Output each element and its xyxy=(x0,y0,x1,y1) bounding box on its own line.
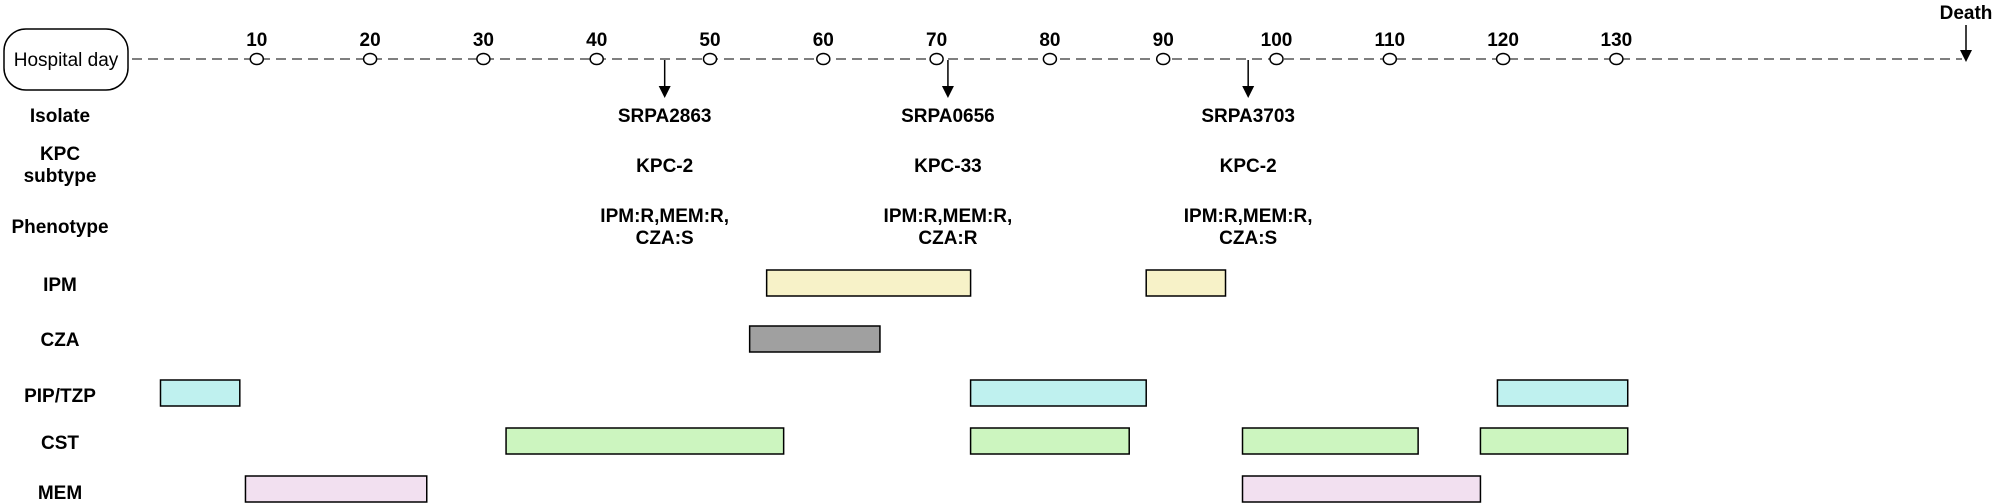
phenotype-line2: CZA:R xyxy=(918,228,977,249)
row-label-kpc-line2: subtype xyxy=(24,166,97,187)
tick-label: 120 xyxy=(1487,30,1519,51)
tick-label: 30 xyxy=(473,30,494,51)
tick-label: 80 xyxy=(1039,30,1060,51)
therapy-bar-mem xyxy=(1241,475,1482,503)
isolate-name: SRPA3703 xyxy=(1201,106,1295,127)
tick-marker xyxy=(1609,52,1624,66)
tick-label: 50 xyxy=(699,30,720,51)
row-label-kpc-line1: KPC xyxy=(40,144,80,165)
row-label-mem: MEM xyxy=(38,483,82,504)
isolate-arrowhead xyxy=(1242,86,1255,98)
tick-label: 130 xyxy=(1601,30,1633,51)
therapy-bar-cst xyxy=(969,427,1130,455)
kpc-subtype: KPC-2 xyxy=(1220,156,1277,177)
therapy-bars xyxy=(159,269,1629,503)
phenotype-line1: IPM:R,MEM:R, xyxy=(1184,206,1313,227)
therapy-bar-cza xyxy=(748,325,881,353)
tick-marker xyxy=(1495,52,1511,66)
death-label: Death xyxy=(1940,3,1993,24)
therapy-bar-cst xyxy=(505,427,785,455)
death-arrowhead xyxy=(1960,50,1972,62)
kpc-subtype: KPC-33 xyxy=(914,156,982,177)
therapy-bar-pip-tzp xyxy=(1496,379,1629,407)
tick-marker xyxy=(362,52,378,66)
phenotype-line1: IPM:R,MEM:R, xyxy=(884,206,1013,227)
row-label-phenotype: Phenotype xyxy=(11,217,108,238)
tick-marker xyxy=(249,52,265,66)
tick-label: 100 xyxy=(1261,30,1293,51)
hospital-day-box xyxy=(3,28,129,91)
isolate-name: SRPA2863 xyxy=(618,106,712,127)
tick-marker xyxy=(476,52,491,66)
kpc-subtype: KPC-2 xyxy=(636,156,693,177)
therapy-bar-cst xyxy=(1479,427,1629,455)
row-label-cza: CZA xyxy=(40,330,79,351)
row-label-pip-tzp: PIP/TZP xyxy=(24,386,96,407)
tick-label: 110 xyxy=(1374,30,1405,51)
tick-marker xyxy=(1269,52,1284,66)
therapy-bar-ipm xyxy=(1145,269,1227,297)
tick-label: 10 xyxy=(246,30,267,51)
tick-marker xyxy=(589,52,604,66)
therapy-bar-ipm xyxy=(765,269,972,297)
row-label-isolate: Isolate xyxy=(30,106,90,127)
row-label-cst: CST xyxy=(41,433,79,454)
therapy-bar-pip-tzp xyxy=(969,379,1147,407)
isolate-name: SRPA0656 xyxy=(901,106,995,127)
isolate-arrowhead xyxy=(658,86,671,98)
tick-marker xyxy=(1042,52,1058,66)
tick-marker xyxy=(702,52,718,66)
day-ticks: 10 20 30 40 50 60 70 80 90 100 110 120 130 xyxy=(246,30,1633,66)
tick-marker xyxy=(929,52,944,66)
tick-label: 20 xyxy=(360,30,381,51)
tick-label: 90 xyxy=(1153,30,1174,51)
tick-label: 40 xyxy=(586,30,607,51)
row-label-ipm: IPM xyxy=(43,275,77,296)
phenotype-line2: CZA:S xyxy=(636,228,694,249)
isolate-columns: SRPA2863KPC-2IPM:R,MEM:R,CZA:SSRPA0656KP… xyxy=(600,60,1313,249)
phenotype-line2: CZA:S xyxy=(1219,228,1277,249)
tick-marker xyxy=(816,52,831,66)
tick-marker xyxy=(1382,52,1398,66)
hospital-day-label: Hospital day xyxy=(14,50,119,71)
therapy-bar-mem xyxy=(244,475,428,503)
tick-marker xyxy=(1155,52,1171,66)
phenotype-line1: IPM:R,MEM:R, xyxy=(600,206,729,227)
tick-label: 60 xyxy=(813,30,834,51)
isolate-arrowhead xyxy=(941,86,954,98)
tick-label: 70 xyxy=(926,30,947,51)
therapy-bar-cst xyxy=(1241,427,1419,455)
therapy-bar-pip-tzp xyxy=(159,379,241,407)
